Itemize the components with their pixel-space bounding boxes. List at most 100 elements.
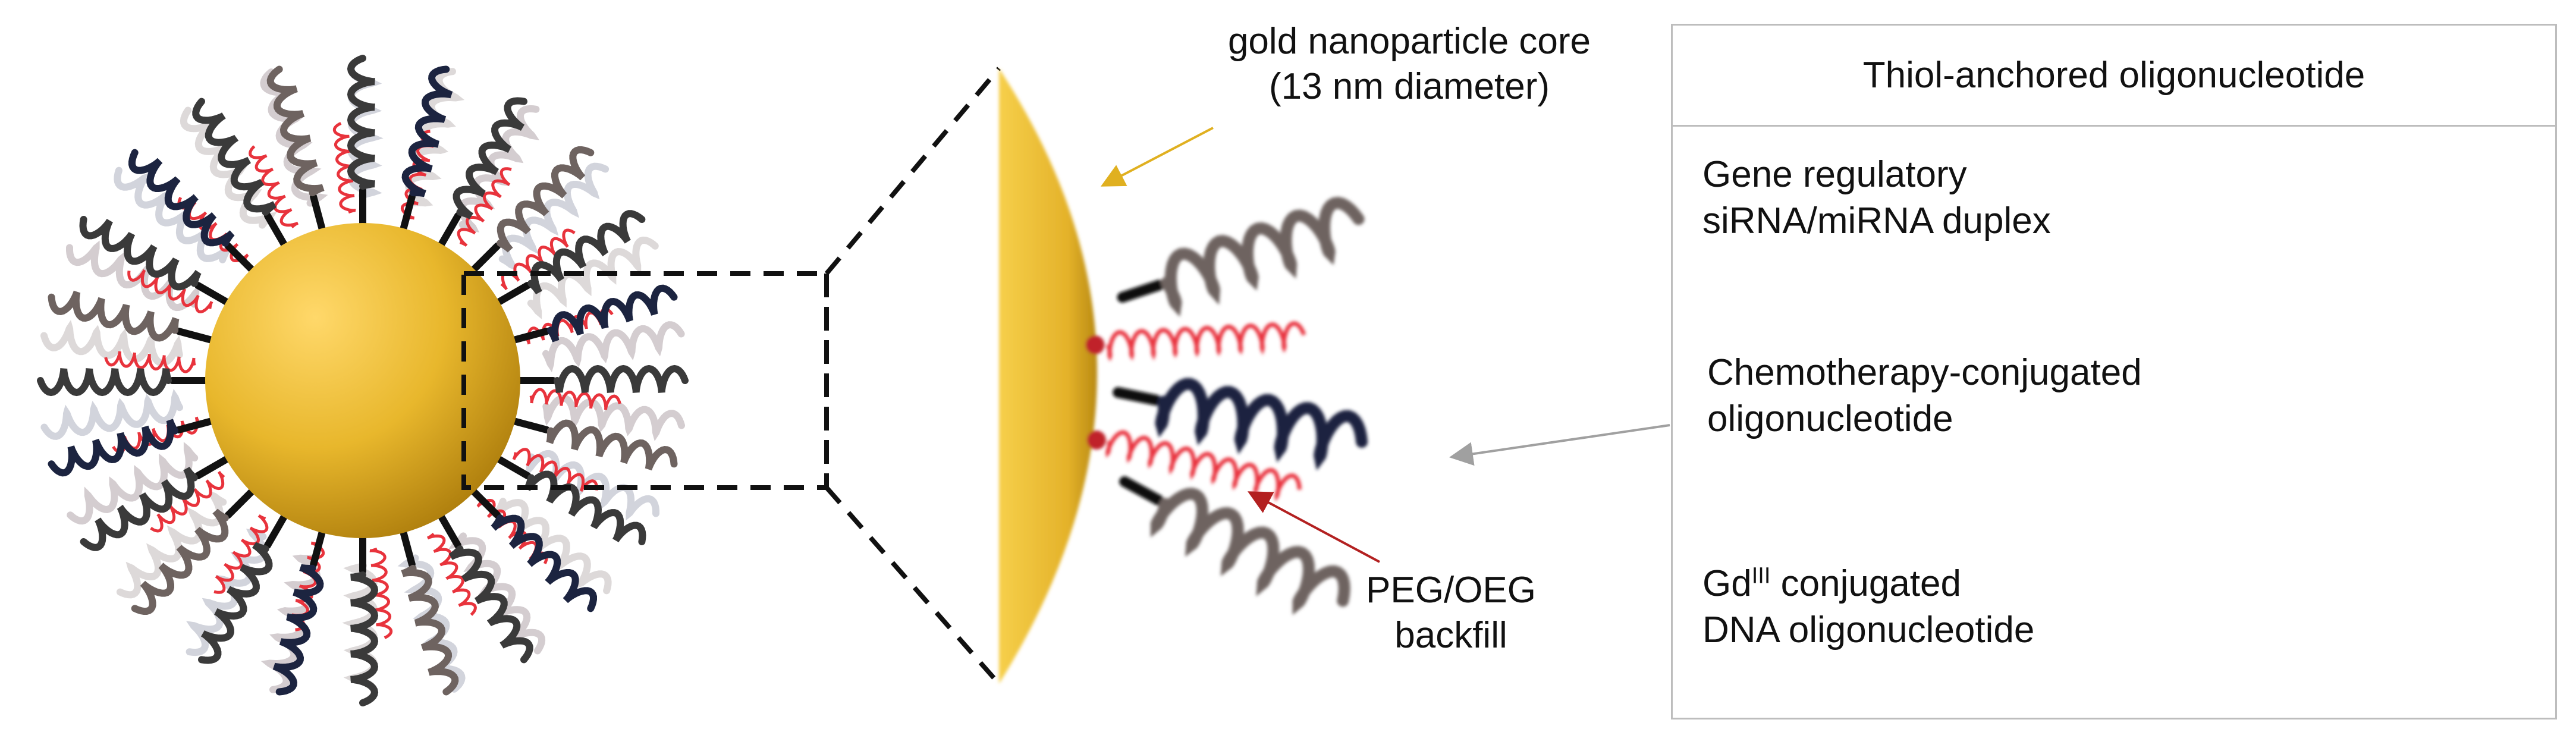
faint-strand (114, 166, 233, 263)
thiol-linker-zoom (1117, 279, 1165, 303)
thiol-linker (468, 486, 501, 519)
core-label-line1: gold nanoparticle core (1227, 21, 1591, 62)
legend-title: Thiol-anchored oligonucleotide (1673, 26, 2555, 127)
spherical-nucleic-acid (37, 55, 689, 706)
thiol-linker-zoom (1119, 476, 1164, 506)
legend-item-gd: GdIII conjugated DNA oligonucleotide (1702, 561, 2034, 653)
thiol-linker (175, 328, 217, 344)
dna-strand (401, 564, 459, 696)
dna-strand (453, 97, 527, 219)
legend-item-chemo-line1: Chemotherapy-conjugated (1707, 352, 2142, 393)
zoom-line-top (824, 67, 1001, 275)
dna-strand (131, 508, 229, 615)
dna-strand (272, 564, 324, 696)
faint-strand (527, 236, 659, 319)
zoom-guides (461, 67, 1001, 686)
peg-strand (213, 514, 269, 594)
core-label-line2: (13 nm diameter) (1268, 66, 1550, 107)
dna-strand (80, 467, 198, 551)
legend-item-sirna: Gene regulatory siRNA/miRNA duplex (1702, 152, 2051, 244)
thiol-linker (224, 242, 257, 275)
legend-arrow (1449, 424, 1670, 466)
faint-strand (116, 491, 227, 599)
dna-strand-zoom (1160, 196, 1365, 317)
thiol-linker-zoom (1113, 387, 1161, 406)
legend-item-sirna-line2: siRNA/miRNA duplex (1702, 200, 2051, 241)
thiol-linker (310, 193, 326, 235)
gd-symbol: Gd (1702, 563, 1752, 604)
thiol-linker (264, 212, 289, 250)
dna-strand (401, 65, 453, 197)
thiol-linker (194, 454, 233, 479)
dna-strand (48, 290, 180, 342)
dna-strand (79, 216, 202, 291)
gd-rest: conjugated (1770, 563, 1962, 604)
thiol-linker (399, 193, 416, 235)
thiol-linker (224, 486, 257, 519)
peg-label-line1: PEG/OEG (1366, 570, 1536, 611)
dna-strand (198, 542, 273, 664)
legend-panel: Thiol-anchored oligonucleotide Gene regu… (1671, 24, 2557, 719)
peg-strand (127, 269, 213, 313)
dna-strand (347, 55, 375, 190)
dna-strand (546, 284, 678, 342)
thiol-linker (194, 282, 233, 307)
thiol-linker (310, 526, 326, 568)
thiol-linker (264, 511, 289, 549)
core-label: gold nanoparticle core (13 nm diameter) (1166, 19, 1653, 109)
peg-strand (369, 547, 393, 639)
dna-strand (350, 571, 379, 706)
dna-strand (449, 545, 533, 664)
gold-core (205, 223, 520, 538)
peg-label-line2: backfill (1394, 615, 1507, 656)
thiol-linker (175, 417, 217, 433)
thiol-linker (493, 454, 532, 479)
dna-strand-zoom (1150, 488, 1350, 615)
peg-strand (104, 351, 196, 373)
core-arrow (1100, 127, 1214, 187)
faint-strand (498, 162, 610, 271)
thiol-linker (436, 212, 461, 250)
thiol-linker (436, 511, 461, 549)
peg-strand (249, 145, 299, 228)
dna-strand (192, 98, 277, 216)
peg-arrow (1247, 491, 1380, 563)
legend-item-gd-line2: DNA oligonucleotide (1702, 609, 2035, 651)
peg-strand (512, 448, 598, 492)
peg-anchor (1085, 335, 1105, 354)
zoomed-particle-surface (999, 68, 1368, 684)
dna-strand (524, 470, 646, 545)
legend-item-chemo: Chemotherapy-conjugated oligonucleotide (1707, 350, 2142, 442)
faint-strand (40, 320, 183, 367)
thiol-linker (493, 282, 532, 307)
peg-strand (457, 167, 512, 247)
faint-strand (542, 321, 685, 373)
dna-strand (527, 210, 646, 294)
thiol-linker (468, 242, 501, 275)
legend-item-sirna-line1: Gene regulatory (1702, 154, 1967, 195)
faint-strand (542, 394, 685, 441)
peg-strand (529, 388, 621, 410)
thiol-linker (508, 328, 551, 344)
dna-strand (48, 419, 179, 477)
faint-strand (492, 498, 612, 595)
gold-surface-cap (999, 68, 1097, 684)
gd-superscript: III (1751, 563, 1771, 589)
peg-strand-zoom (1106, 321, 1306, 362)
thiol-linker (399, 526, 416, 568)
dna-strand (266, 65, 325, 197)
peg-label: PEG/OEG backfill (1362, 568, 1540, 658)
peg-strand (150, 470, 225, 533)
dna-strand (497, 146, 595, 253)
dna-strand (37, 368, 172, 397)
dna-strand (491, 514, 597, 612)
thiol-linker (508, 417, 551, 433)
zoom-line-bottom (824, 486, 1001, 686)
dna-strand (554, 364, 689, 393)
legend-item-chemo-line2: oligonucleotide (1707, 398, 1953, 439)
peg-strand-zoom (1105, 430, 1302, 502)
dna-strand-zoom (1155, 378, 1368, 471)
legend-item-gd-line1: GdIII conjugated (1702, 561, 2034, 607)
peg-strand (332, 122, 356, 214)
faint-strand (67, 442, 199, 525)
